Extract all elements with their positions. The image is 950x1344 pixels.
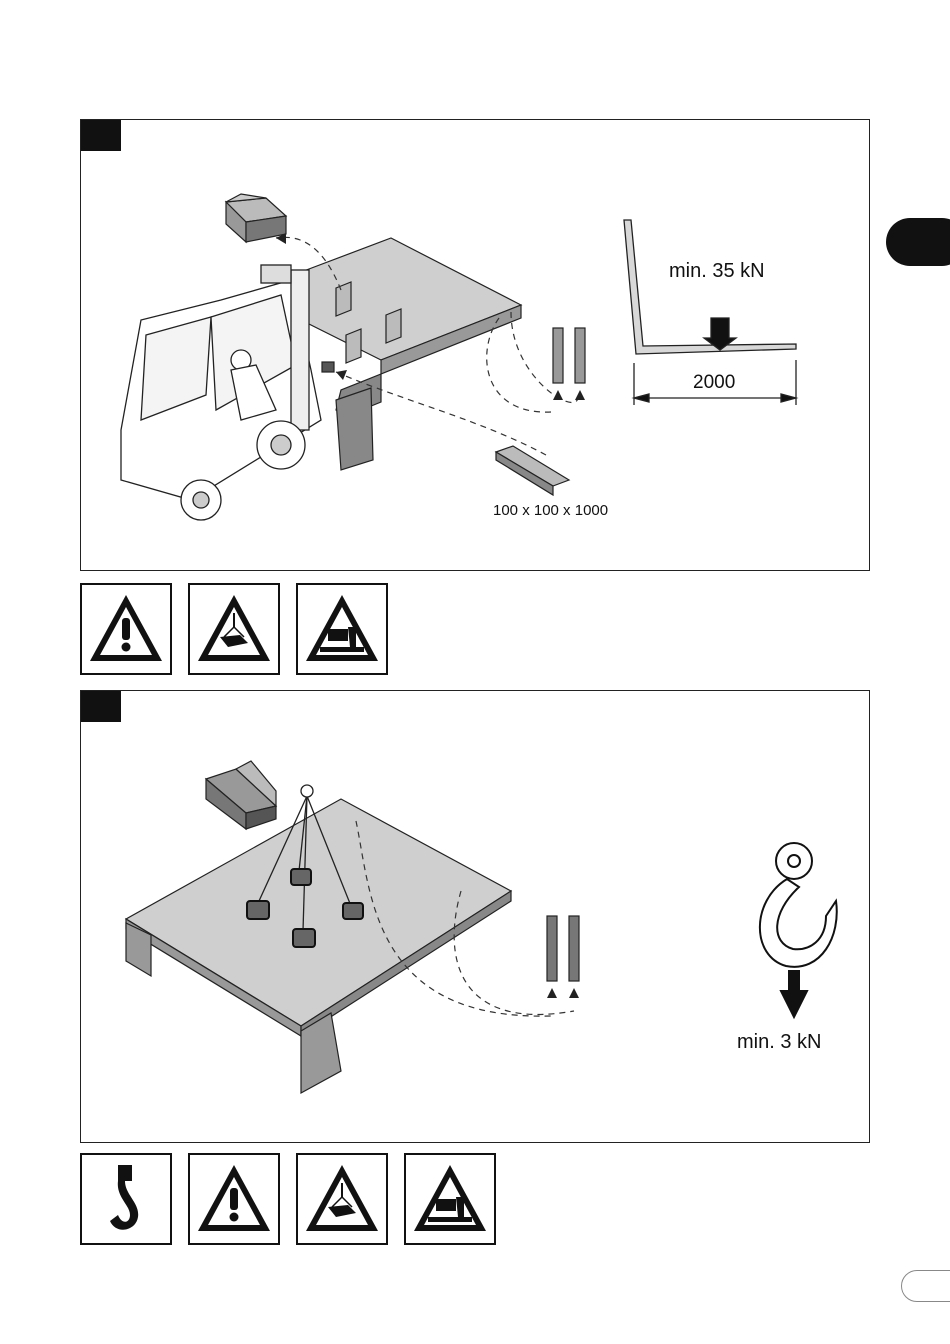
page-number-marker [901,1270,950,1302]
platform-plate [301,238,521,470]
dimension-label: 2000 [693,372,735,394]
chapter-tab [886,218,950,266]
carton-box-icon [206,761,276,829]
suspended-load-icon [190,585,278,673]
platform-plate [126,799,511,1093]
wooden-block [496,446,569,495]
load-label: min. 35 kN [669,260,765,283]
support-posts [553,328,585,383]
figure-forklift-unloading: min. 35 kN 2000 100 x 100 x 1000 [80,119,870,571]
crane-hook-icon [82,1155,170,1243]
suspended-load-icon [298,1155,386,1243]
suspended-load-sign [296,1153,388,1245]
crush-hazard-icon [298,585,386,673]
carton-box-icon [226,194,286,242]
crush-hazard-icon [406,1155,494,1243]
block-size-label: 100 x 100 x 1000 [493,502,608,519]
warning-icon [190,1155,278,1243]
crane-hook-diagram [760,843,837,1017]
support-posts [547,916,579,981]
crush-hazard-sign [404,1153,496,1245]
warning-icon [82,585,170,673]
suspended-load-sign [188,583,280,675]
load-label: min. 3 kN [737,1031,821,1054]
warning-sign [80,583,172,675]
figure-crane-lifting: min. 3 kN [80,690,870,1143]
forklift-icon [121,265,321,520]
warning-sign [188,1153,280,1245]
crush-hazard-sign [296,583,388,675]
forklift-illustration [81,120,871,572]
crane-hook-sign [80,1153,172,1245]
crane-lift-illustration [81,691,871,1144]
